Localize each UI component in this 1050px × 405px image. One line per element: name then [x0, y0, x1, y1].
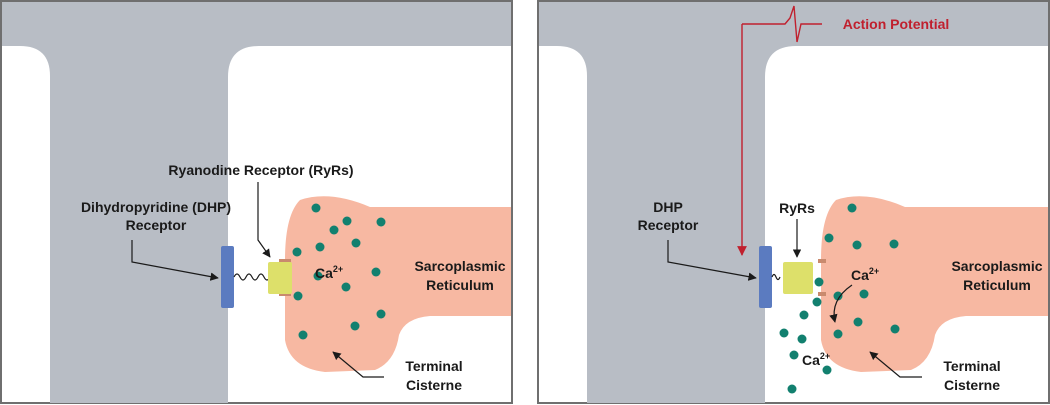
right-released-calcium-dot: [812, 297, 822, 307]
right-released-calcium-dot: [779, 328, 789, 338]
right-t-tubule: [539, 2, 1048, 403]
right-sarcoplasmic-reticulum: [821, 196, 1048, 372]
left-dhp-label-line1: Dihydropyridine (DHP): [81, 199, 231, 215]
left-calcium-dot: [376, 217, 386, 227]
right-calcium-inside-symbol: Ca: [851, 267, 869, 283]
left-calcium-dot: [376, 309, 386, 319]
left-cisterne-pointer-arrow: [332, 351, 384, 378]
right-calcium-released-charge: 2+: [820, 351, 830, 361]
right-calcium-inside-charge: 2+: [869, 266, 879, 276]
right-dhp-label-line2: Receptor: [638, 217, 699, 233]
right-ryr-foot-top: [818, 259, 826, 263]
left-dhp-label-line2: Receptor: [126, 217, 187, 233]
right-calcium-dot: [852, 240, 862, 250]
right-dhp-receptor: [759, 246, 772, 308]
right-calcium-inside-label: Ca2+: [851, 266, 879, 283]
right-ryr-receptor: [783, 262, 813, 294]
left-calcium-dot: [315, 242, 325, 252]
left-ryr-label: Ryanodine Receptor (RyRs): [168, 162, 353, 178]
right-panel: Action Potential DHP Receptor RyRs Ca2+ …: [537, 0, 1050, 404]
left-calcium-dot: [341, 282, 351, 292]
right-calcium-released-label: Ca2+: [802, 351, 830, 368]
right-cisterne-pointer-arrow: [869, 351, 922, 378]
left-calcium-dot: [311, 203, 321, 213]
right-released-calcium-dot: [822, 365, 832, 375]
right-calcium-dot: [833, 291, 843, 301]
left-ryr-receptor: [268, 262, 292, 294]
left-cisterne-label-line1: Terminal: [405, 358, 462, 374]
right-action-potential-waveform: [742, 5, 822, 43]
right-calcium-dot: [833, 329, 843, 339]
right-calcium-released-symbol: Ca: [802, 352, 820, 368]
right-ryr-foot-bottom: [818, 292, 826, 296]
right-dhp-label-line1: DHP: [653, 199, 683, 215]
right-calcium-dot: [889, 239, 899, 249]
right-released-calcium-dot: [814, 277, 824, 287]
right-ryr-label: RyRs: [779, 200, 815, 216]
left-dhp-receptor: [221, 246, 234, 308]
right-cisterne-label-line1: Terminal: [943, 358, 1000, 374]
right-calcium-dot: [890, 324, 900, 334]
left-calcium-dot: [350, 321, 360, 331]
left-calcium-symbol: Ca: [315, 265, 333, 281]
right-released-calcium-dot: [797, 334, 807, 344]
left-panel: Ryanodine Receptor (RyRs) Dihydropyridin…: [0, 0, 513, 404]
right-released-calcium-dot: [789, 350, 799, 360]
left-t-tubule: [2, 2, 511, 403]
left-calcium-dot: [329, 225, 339, 235]
right-coupling-squiggle: [771, 273, 781, 281]
right-cisterne-label-line2: Cisterne: [944, 377, 1000, 393]
left-ryr-pointer-arrow: [257, 182, 271, 258]
right-calcium-dot: [824, 233, 834, 243]
left-coupling-squiggle: [233, 273, 271, 281]
left-calcium-dot: [293, 291, 303, 301]
right-sr-label-line2: Reticulum: [963, 277, 1031, 293]
right-calcium-release-arrow: [829, 284, 853, 323]
left-calcium-dot: [292, 247, 302, 257]
right-sr-label-line1: Sarcoplasmic: [951, 258, 1042, 274]
left-calcium-dot: [351, 238, 361, 248]
right-released-calcium-dot: [787, 384, 797, 394]
left-calcium-label: Ca2+: [315, 264, 343, 281]
left-dhp-pointer-arrow: [131, 240, 219, 281]
right-calcium-dot: [847, 203, 857, 213]
left-sr-label-line1: Sarcoplasmic: [414, 258, 505, 274]
left-calcium-dot: [298, 330, 308, 340]
left-calcium-dot: [371, 267, 381, 277]
right-released-calcium-dot: [799, 310, 809, 320]
left-sr-label-line2: Reticulum: [426, 277, 494, 293]
left-calcium-charge: 2+: [333, 264, 343, 274]
left-calcium-dot: [342, 216, 352, 226]
right-action-potential-label: Action Potential: [843, 16, 950, 32]
left-ryr-foot-top: [279, 259, 291, 263]
left-cisterne-label-line2: Cisterne: [406, 377, 462, 393]
right-dhp-pointer-arrow: [667, 240, 757, 281]
left-sarcoplasmic-reticulum: [285, 196, 511, 372]
right-calcium-dot: [853, 317, 863, 327]
right-calcium-dot: [859, 289, 869, 299]
left-calcium-dot: [313, 271, 323, 281]
